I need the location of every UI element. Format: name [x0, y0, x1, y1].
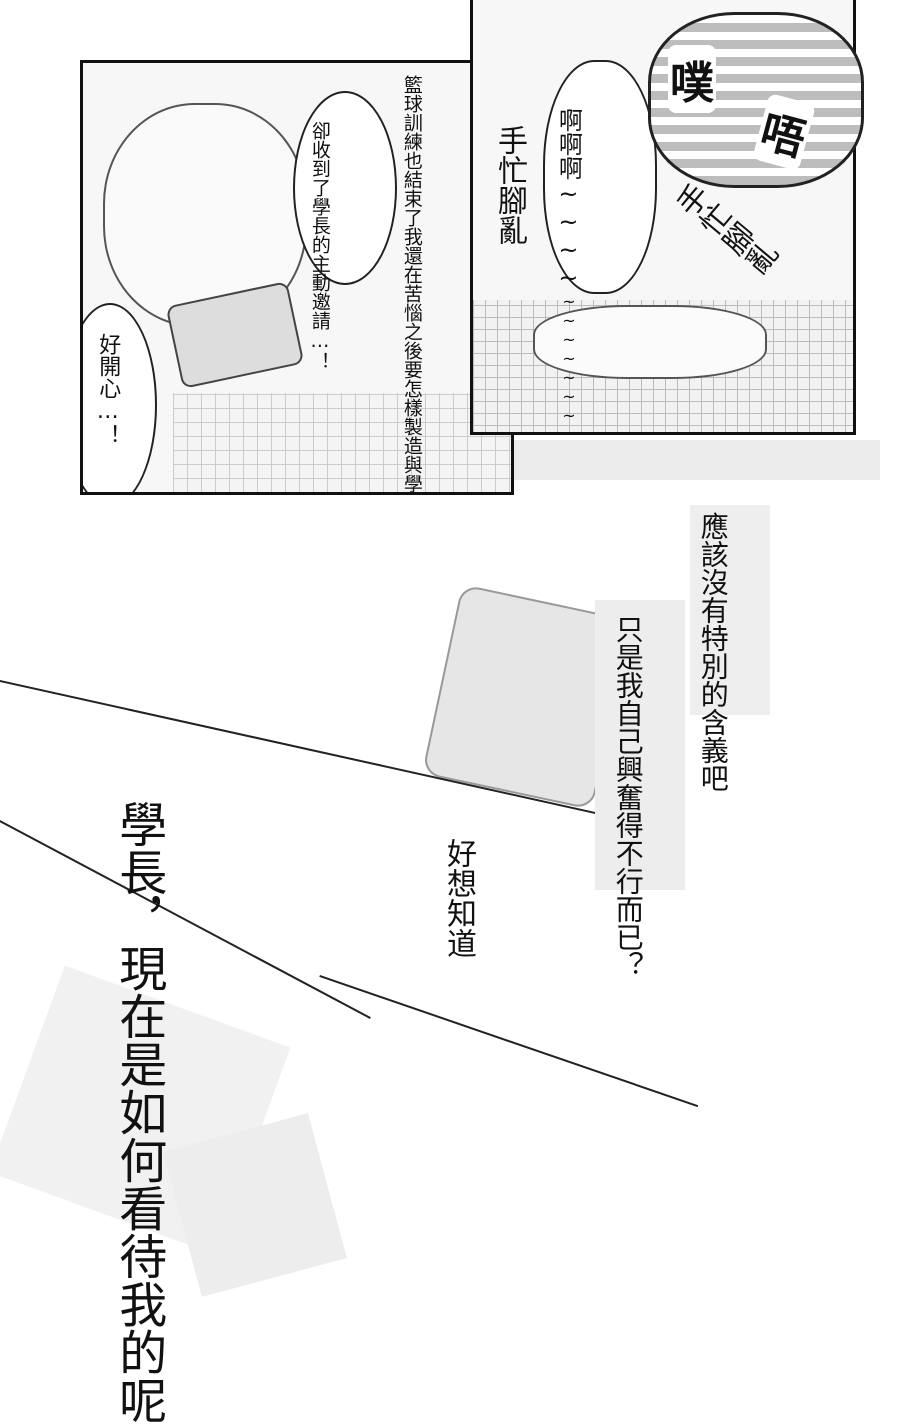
speech-text-invite: 卻收到了學長的主動邀請…！	[308, 121, 331, 371]
narration-line: 之後要怎樣製造	[400, 322, 423, 455]
thought-text-big: 學長，現在是如何看待我的呢	[110, 800, 167, 1424]
speech-line: 學長的	[308, 197, 331, 254]
thought-text-ah: 啊啊啊~~~~~~~~~~~	[554, 108, 583, 425]
rolling-character	[533, 305, 767, 379]
narration-line: 籃球訓練也結束了	[400, 75, 423, 227]
thought-text-excited: 只是我自己興奮得不行而已？	[611, 615, 645, 979]
thought-line: 興奮得不行而已？	[611, 755, 645, 979]
panel-top-left: 籃球訓練也結束了我還在苦惱之後要怎樣製造與學長接觸的機會 卻收到了學長的主動邀請…	[80, 60, 514, 495]
thought-bubble-ah	[543, 60, 657, 294]
speech-line: 卻收到了	[308, 121, 331, 197]
speech-text-happy: 好開心…！	[95, 333, 121, 446]
narration-text: 籃球訓練也結束了我還在苦惱之後要怎樣製造與學長接觸的機會	[400, 75, 423, 492]
thought-line: 啊啊啊~~~~	[554, 108, 583, 292]
narration-box-meaning	[690, 505, 770, 715]
thought-line: 看待我的呢	[110, 1184, 167, 1424]
speech-bubble-invite	[293, 91, 397, 285]
thought-text-meaning: 應該沒有特別的含義吧	[696, 512, 730, 792]
thought-line: 學長，現在	[110, 800, 167, 1040]
sfx-flustered-left: 手忙腳亂	[492, 125, 527, 245]
thought-line: 特別的含義吧	[696, 624, 730, 792]
narration-box-excited	[595, 600, 685, 890]
sfx-flustered-right: 手忙腳亂	[667, 178, 782, 283]
thought-line: ~~~~~~~	[559, 292, 579, 425]
thought-line: 只是我自己	[611, 615, 645, 755]
thought-line: 是如何	[110, 1040, 167, 1184]
bedsheet-grid	[173, 393, 511, 492]
thought-text-want: 好想知道	[441, 838, 476, 958]
sfx-cloud-char-1: 噗	[668, 45, 716, 113]
speed-line	[319, 975, 699, 1108]
narration-line: 與學長接觸的機會	[401, 455, 423, 492]
narration-line: 我還在苦惱	[400, 227, 423, 322]
speech-line: 主動邀請…！	[308, 254, 331, 371]
thought-line: 應該沒有	[696, 512, 730, 624]
